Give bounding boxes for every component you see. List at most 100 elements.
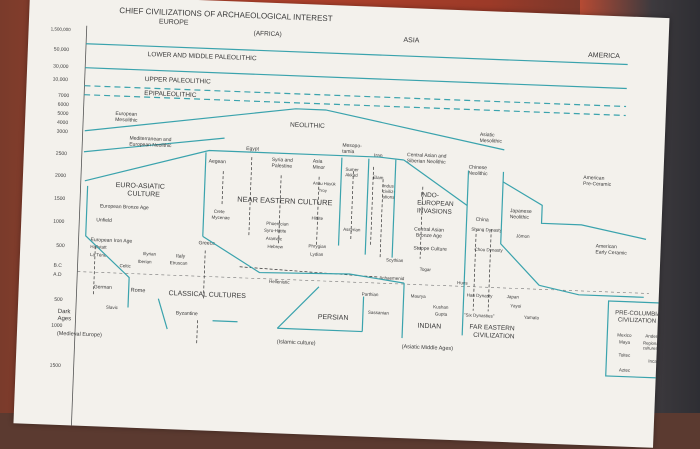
gupta-label: Gupta	[435, 311, 448, 316]
celtic-label: Celtic	[119, 263, 131, 268]
pre-columbian-box	[605, 300, 670, 380]
near-east-top-line	[84, 149, 404, 182]
unfield-label: Unfield	[96, 217, 112, 224]
hellenistic-label: Hellenistic	[269, 279, 290, 285]
togar-label: Togar	[420, 267, 432, 272]
euro-bronze-label: European Bronze Age	[100, 203, 149, 211]
europe-boundary	[85, 185, 130, 308]
far-eastern-civilization: FAR EASTERNCIVILIZATION	[469, 324, 515, 341]
andes-label: Andes	[645, 333, 659, 339]
hallstatt-label: Hallstatt	[90, 244, 107, 250]
scale-label: 4000	[57, 120, 69, 126]
scale-label: 500	[56, 243, 65, 249]
chart-sheet: CHIEF CIVILIZATIONS OF ARCHAEOLOGICAL IN…	[13, 0, 670, 448]
greece-label: Greece	[198, 240, 215, 247]
steppe-label: Steppe Culture	[413, 245, 447, 252]
indian-label: INDIAN	[417, 323, 441, 331]
jomon-label: Jōmon	[516, 233, 530, 239]
european-mesolithic-label: EuropeanMesolithic	[115, 111, 138, 124]
iran-label: Iran	[374, 153, 383, 159]
scythian-label: Scythian	[386, 257, 404, 263]
syria-label: Syria andPalestine	[271, 157, 293, 170]
italy-label: Italy	[176, 253, 186, 259]
neolithic-upper-line	[84, 108, 505, 151]
era-line-lower-paleo	[86, 43, 628, 66]
lydian-label: Lydian	[310, 251, 324, 257]
near-eastern-culture: NEAR EASTERN CULTURE	[237, 195, 333, 208]
aztec-label: Aztec	[619, 367, 631, 372]
era-upper-paleolithic: UPPER PALEOLITHIC	[145, 76, 212, 86]
china-right-line	[500, 171, 540, 286]
dark-ages-label: DarkAges	[57, 309, 71, 323]
euro-asiatic-culture: EURO-ASIATICCULTURE	[115, 182, 165, 199]
region-europe: EUROPE	[159, 19, 189, 27]
scale-label: 50,000	[54, 46, 70, 53]
aegean-divider	[202, 152, 207, 237]
elam-label: Elam	[373, 175, 384, 180]
asiatic-mesolithic-label: AsiaticMesolithic	[480, 132, 503, 145]
pre-columbian-label: PRE-COLUMBIANCIVILIZATION	[615, 310, 665, 325]
scale-label: 2000	[55, 173, 67, 179]
scale-label: 1500	[50, 363, 62, 369]
china-label: China	[475, 217, 489, 224]
byzantine-label: Byzantine	[176, 310, 198, 317]
euro-iron-label: European Iron Age	[90, 237, 132, 245]
regional-label: Regionalcultures	[643, 340, 660, 351]
indo-euro-line	[403, 159, 468, 206]
indus-label: Indusciviliz-ations	[382, 183, 395, 199]
kushan-label: Kushan	[433, 304, 449, 310]
iberian-label: Iberian	[138, 259, 152, 265]
hittite-label: Hittite	[311, 216, 323, 221]
shang-label: Shang Dynasty	[471, 227, 502, 233]
china-left-line	[463, 170, 470, 283]
era-epipaleolithic: EPIPALEOLITHIC	[144, 90, 197, 99]
yamato-label: Yamato	[524, 315, 540, 321]
byzantine-tick	[212, 320, 238, 323]
mesopotamia-divider	[337, 157, 343, 246]
asiatic-middle-label: (Asiatic Middle Ages)	[402, 344, 454, 352]
neolithic-lower-line	[83, 137, 225, 153]
six-dynasties-label: "Six Dynasties"	[464, 312, 495, 318]
persian-label: PERSIAN	[318, 314, 349, 322]
scale-label: 1500	[54, 196, 66, 202]
sassanian-label: Sassanian	[368, 310, 390, 316]
hebrew-label: Hebrew	[267, 244, 283, 250]
era-line-upper-paleo	[85, 67, 627, 90]
scale-label: 7000	[58, 93, 70, 99]
la-tene-label: La Tène	[90, 252, 107, 258]
egypt-label: Egypt	[246, 146, 260, 153]
etruscan-label: Etruscan	[170, 260, 188, 266]
bc-ad-divider	[77, 271, 649, 294]
anau-label: Anau Hüyük	[313, 181, 337, 187]
asia-minor-label: AsiaMinor	[312, 159, 325, 171]
classical-top-line	[202, 235, 405, 284]
mesopotamia-label: Mesopo-tamia	[342, 143, 362, 156]
civilization-diagram: CHIEF CIVILIZATIONS OF ARCHAEOLOGICAL IN…	[50, 6, 670, 426]
inca-label: Inca	[648, 359, 657, 364]
scale-label: 1000	[53, 219, 65, 225]
era-neolithic: NEOLITHIC	[290, 122, 325, 130]
indus-divider	[391, 159, 397, 258]
persian-bottom	[277, 327, 363, 333]
scale-label: 6000	[58, 102, 70, 108]
han-label: Han Dynasty	[467, 293, 494, 299]
era-lower-middle-paleolithic: LOWER AND MIDDLE PALEOLITHIC	[148, 51, 257, 62]
indian-right	[461, 282, 465, 336]
chart-title: CHIEF CIVILIZATIONS OF ARCHAEOLOGICAL IN…	[119, 6, 333, 23]
medieval-label: (Medieval Europe)	[57, 331, 102, 339]
central-asian-bronze-label: Central AsianBronze Age	[414, 226, 444, 239]
persian-left	[276, 286, 320, 329]
region-america: AMERICA	[588, 52, 620, 60]
mexico-label: Mexico	[617, 332, 632, 338]
american-preceramic-label: AmericanPre-Ceramic	[583, 175, 612, 188]
illyrian-label: Illyrian	[143, 251, 157, 257]
scale-top: 1,500,000	[51, 26, 72, 32]
central-asian-label: Central Asian andSiberian Neolithic	[407, 152, 447, 166]
ad-label: A.D	[53, 272, 62, 278]
rome-label: Rome	[131, 288, 146, 295]
japan-line	[502, 181, 647, 240]
time-axis	[71, 25, 88, 426]
med-neolithic-label: Mediterranean andEuropean Neolithic	[129, 135, 172, 149]
era-line-epi	[84, 85, 627, 108]
